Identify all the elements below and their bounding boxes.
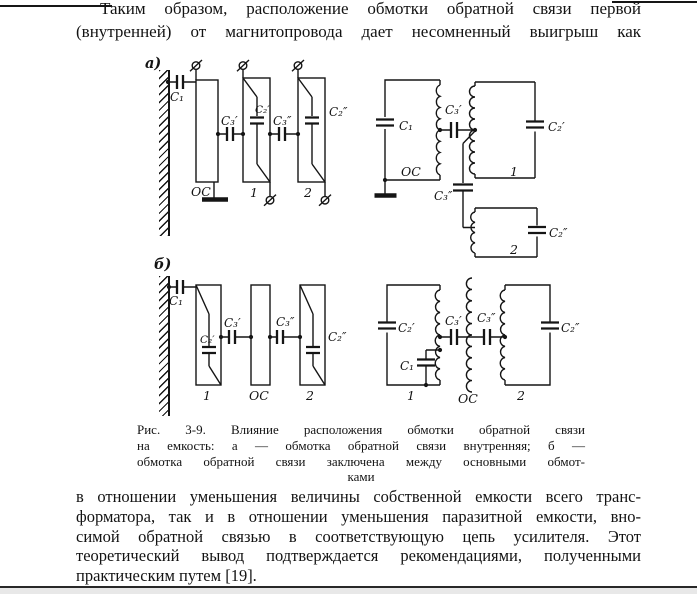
label-c1: C₁	[169, 294, 183, 308]
diagram-b-winding-layout: б) C₁ C₂′ C₃′ C₃″ C₂″ 1 ОС 2	[154, 256, 347, 403]
caption-line1: Рис. 3-9. Влияние расположения обмотки о…	[137, 422, 585, 437]
diagram-a-winding-layout: а) C₁ C₃′ C₂′ C₃″ C₂″ ОС 1 2	[145, 55, 348, 207]
scan-border-top-left	[0, 5, 112, 8]
label-winding-1: 1	[407, 388, 415, 403]
capacitor-plates	[175, 280, 320, 355]
label-oc: ОС	[191, 184, 211, 199]
winding-2-body	[297, 77, 326, 183]
junction-dot	[267, 334, 273, 340]
label-winding-1: 1	[510, 164, 518, 179]
junction-dot	[437, 127, 443, 133]
label-winding-2: 2	[509, 242, 518, 257]
label-oc: ОС	[401, 164, 421, 179]
magnetic-core-wall-b	[159, 276, 170, 416]
top-paragraph-line2: (внутренней) от магнитопровода дает несо…	[76, 22, 641, 41]
caption-line2: на емкость: а — обмотка обратной связи в…	[137, 437, 585, 453]
wiring	[384, 79, 538, 258]
caption-line3: обмотка обратной связи заключена между о…	[137, 453, 585, 469]
diagram-a-equivalent-circuit: C₁ ОС C₃′ C₂′ 1 C₃″ C₂″ 2	[374, 79, 568, 258]
label-c3-dprime: C₃″	[273, 114, 292, 128]
label-c3-dprime: C₃″	[477, 311, 496, 325]
label-oc: ОС	[249, 388, 269, 403]
terminal-slashes	[189, 59, 332, 207]
coil-1	[434, 289, 441, 381]
coil-2	[499, 289, 506, 381]
label-c2-dprime: C₂″	[328, 330, 347, 344]
label-oc: ОС	[458, 391, 478, 406]
figure-3-9-diagrams: а) C₁ C₃′ C₂′ C₃″ C₂″ ОС 1 2 C₁ ОС C₃′ C…	[145, 55, 580, 406]
label-c1: C₁	[400, 359, 414, 373]
scan-border-top-right	[612, 1, 697, 4]
wiring	[386, 284, 551, 386]
wiring	[168, 69, 326, 199]
diagram-b-equivalent-circuit: C₂′ C₁ C₃′ C₃″ C₂″ 1 ОС 2	[378, 277, 580, 406]
wiring	[169, 284, 326, 386]
terminal-icon	[238, 61, 248, 71]
junction-dot	[267, 131, 273, 137]
terminal-icon	[320, 195, 330, 205]
terminal-icon	[191, 61, 201, 71]
label-winding-2: 2	[303, 185, 312, 200]
junction-dot	[215, 131, 221, 137]
bottom-paragraph-line3: симой обратной связью в соответствующую …	[76, 526, 641, 546]
winding-oc-body	[250, 284, 271, 386]
junction-dot	[295, 131, 301, 137]
terminal-icon	[293, 61, 303, 71]
bottom-paragraph-line4: теоретический вывод подтверждается реком…	[76, 546, 641, 566]
capacitor-plates	[378, 321, 559, 367]
label-c3-dprime: C₃″	[276, 315, 295, 329]
label-c3-prime: C₃′	[221, 114, 238, 128]
junction-dot	[240, 131, 246, 137]
top-paragraph-line1: Таким образом, расположение обмотки обра…	[100, 0, 641, 18]
label-winding-1: 1	[250, 185, 258, 200]
label-c2-prime: C₂′	[200, 334, 215, 346]
winding-oc-body	[195, 79, 219, 183]
label-c1: C₁	[399, 119, 413, 133]
junction-dot	[382, 177, 388, 183]
junction-dot	[297, 334, 303, 340]
magnetic-core-wall-a	[159, 70, 170, 236]
bottom-paragraph-line1: в отношении уменьшения величины собствен…	[76, 487, 641, 506]
label-c3-prime: C₃′	[445, 314, 462, 328]
bottom-paragraph: в отношении уменьшения величины собствен…	[76, 487, 641, 586]
label-c3-dprime: C₃″	[434, 189, 453, 203]
junction-dot	[423, 382, 429, 388]
capacitor-plates	[175, 75, 319, 141]
label-c2-dprime: C₂″	[549, 226, 568, 240]
label-winding-1: 1	[203, 388, 211, 403]
label-c2-prime: C₂′	[548, 120, 565, 134]
junction-dot	[437, 347, 443, 353]
junction-dot	[437, 334, 443, 340]
label-c3-prime: C₃′	[445, 103, 462, 117]
terminal-icon	[265, 195, 275, 205]
label-winding-2: 2	[516, 388, 525, 403]
junction-dot	[166, 284, 172, 290]
part-b-label: б)	[154, 256, 171, 273]
junction-dot	[472, 127, 478, 133]
winding-1-body	[242, 77, 271, 183]
coil-2	[470, 211, 476, 254]
coil-oc	[465, 277, 473, 393]
label-c2-dprime: C₂″	[329, 105, 348, 119]
scan-border-bottom	[0, 585, 697, 589]
label-winding-2: 2	[305, 388, 314, 403]
label-c3-prime: C₃′	[224, 316, 241, 330]
capacitor-plates	[376, 118, 546, 235]
label-c1: C₁	[170, 90, 184, 104]
part-a-label: а)	[145, 55, 161, 72]
top-paragraph: Таким образом, расположение обмотки обра…	[76, 0, 641, 43]
junction-dot	[502, 334, 508, 340]
label-c2-prime: C₂′	[398, 321, 415, 335]
junction-dot	[218, 334, 224, 340]
junction-dot	[165, 79, 171, 85]
figure-caption: Рис. 3-9. Влияние расположения обмотки о…	[137, 422, 585, 485]
bottom-paragraph-line2: форматора, так и в отношении уменьшения …	[76, 506, 641, 526]
scan-gray-strip	[0, 588, 697, 594]
caption-line4: ками	[347, 469, 375, 485]
label-c2-prime: C₂′	[255, 104, 270, 116]
label-c2-dprime: C₂″	[561, 321, 580, 335]
bottom-paragraph-line5: практическим путем [19].	[76, 566, 257, 586]
junction-dot	[248, 334, 254, 340]
